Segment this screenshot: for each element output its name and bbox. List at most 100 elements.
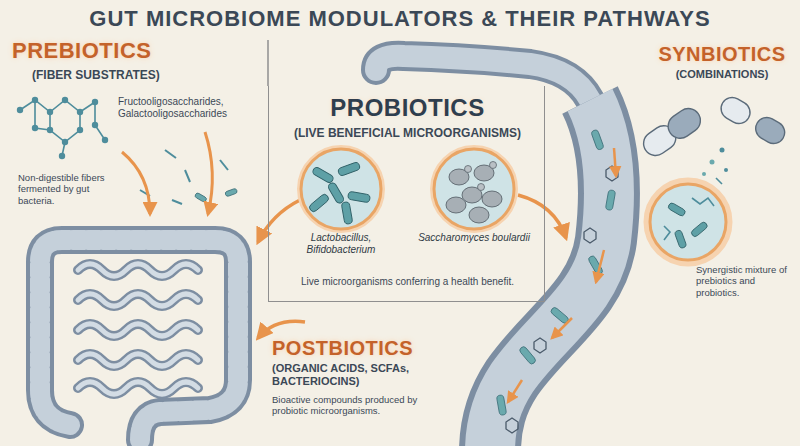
fiber-fragments [140,150,238,204]
fiber-fragments [220,160,228,170]
stomach [376,56,590,100]
gut-bacteria [591,129,604,150]
separator-line [267,40,269,86]
fiber-molecule [92,99,98,105]
panel-text: (COMBINATIONS) [648,68,796,81]
panel-text: (FIBER SUBSTRATES) [32,68,232,82]
panel-text: (ORGANIC ACIDS, SCFAs, BACTERIOCINS) [272,362,452,388]
capsule [639,93,789,184]
capsule [639,104,705,160]
fiber-fragments [194,192,207,202]
flow-arrow [518,195,566,238]
stomach [376,56,590,100]
circle-glow [433,148,515,230]
bacterium-rod [337,161,360,176]
synbiotic-circle [690,221,708,238]
gut-bacteria [534,338,546,353]
panel-heading: SYNBIOTICS [648,42,796,66]
fiber-molecule [62,139,68,145]
colon-tube [490,100,609,446]
fiber-molecule [62,97,68,103]
small-intestine [78,354,198,366]
panel-text: Lactobacillus, Bifidobacterium [281,232,401,256]
capsule [717,93,754,127]
flow-arrow [258,321,305,338]
capsule [702,172,706,176]
fiber-molecule [59,153,65,159]
fiber-molecule [32,125,38,131]
flow-arrow [122,132,212,214]
synbiotic-circle [647,181,729,263]
synbiotic-circle [667,202,686,217]
flow-arrow [508,380,522,402]
yeast-circle: Saccharomyces boulardii [414,144,534,258]
capsule [720,148,725,153]
separator-line [268,40,269,86]
small-intestine [78,354,198,366]
yeast-circle-art [429,144,519,234]
large-intestine [40,240,238,440]
bacterium-rod [327,181,345,204]
small-intestine [78,324,198,336]
bacterium-rod [308,193,330,213]
fiber-molecule [92,122,98,128]
flow-arrow [258,148,616,402]
flow-arrow [205,132,212,214]
panel-heading: POSTBIOTICS [272,336,452,360]
panel-text: Saccharomyces boulardii [414,232,534,244]
small-intestine [78,294,198,306]
colon-tube [490,100,609,446]
fiber-molecule [102,137,108,143]
panel-heading: PREBIOTICS [12,38,232,64]
stomach [376,56,590,100]
panel-text: Bioactive compounds produced by probioti… [272,394,452,417]
yeast-cell [469,207,489,223]
flow-arrow [596,250,604,282]
large-intestine [40,240,238,440]
fiber-molecule [17,97,108,159]
bacterium-rod [347,191,370,203]
fiber-fragments [185,170,190,182]
panel-text: Live microorganisms conferring a health … [279,276,536,288]
fiber-molecule [32,97,38,103]
yeast-bud [478,184,485,191]
postbiotics-panel: POSTBIOTICS(ORGANIC ACIDS, SCFAs, BACTER… [268,336,454,442]
gut-bacteria [584,228,596,243]
diagram-title: GUT MICROBIOME MODULATORS & THEIR PATHWA… [0,6,800,32]
circle-glow [300,148,382,230]
panel-heading: PROBIOTICS [269,94,546,123]
fiber-molecule [77,109,83,115]
gut-bacteria [605,190,615,211]
fiber-molecule [47,127,53,133]
capsule [724,168,728,172]
flow-arrow [552,318,572,338]
capsule [663,104,705,143]
small-intestine [78,264,198,276]
capsule [716,178,722,184]
synbiotics-panel: SYNBIOTICS(COMBINATIONS)Synergistic mixt… [600,40,800,310]
panel-text: Fructooligosaccharides, Galactooligosacc… [118,96,258,120]
flow-arrow [258,200,300,242]
probiotic-circle-art [296,144,386,234]
bacterium-rod [311,166,334,184]
bacterium-rod [341,201,353,224]
small-intestine [78,264,198,276]
yeast-cell [446,197,466,213]
gut-bacteria [496,395,506,416]
flow-arrow [614,148,616,176]
circle-outline [301,149,381,229]
fiber-molecule [20,100,95,112]
fiber-fragments [172,200,182,204]
synbiotic-circle [650,184,726,260]
fiber-fragments [165,150,176,158]
fiber-molecule [50,112,80,142]
capsule [710,160,715,165]
yeast-bud [465,166,472,173]
fiber-molecule [47,109,53,115]
fiber-fragments [225,188,238,197]
yeast-cell [482,191,502,207]
colon-tube [490,100,609,446]
probiotics-box: PROBIOTICS (LIVE BENEFICIAL MICROORGANISM… [268,86,545,302]
small-intestine [78,382,198,394]
panel-text: (LIVE BENEFICIAL MICROORGANISMS) [269,126,546,140]
